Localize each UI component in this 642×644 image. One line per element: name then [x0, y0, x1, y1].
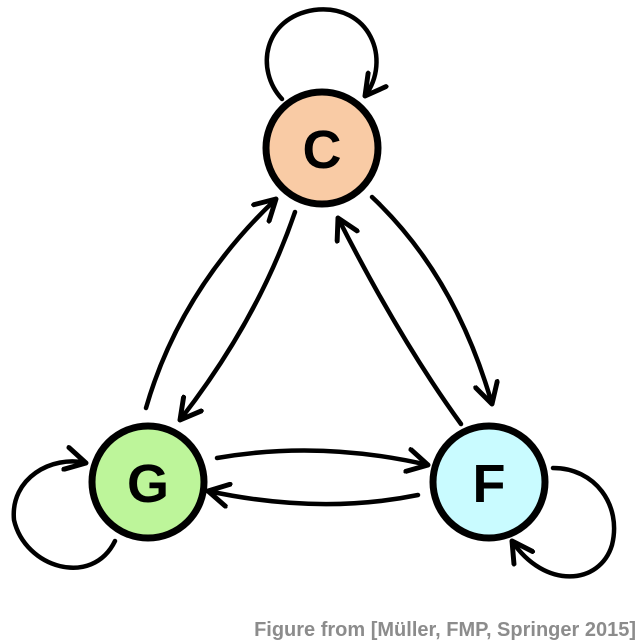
- edge-F-C: [338, 218, 464, 427]
- edge-G-G: [11, 461, 118, 570]
- node-C: C: [262, 88, 382, 208]
- edges: [11, 7, 617, 579]
- edge-F-G: [208, 491, 421, 504]
- edge-C-G: [180, 209, 298, 420]
- node-F: F: [429, 422, 549, 542]
- node-G: G: [88, 422, 208, 542]
- edge-G-C: [143, 199, 276, 411]
- node-g-label: G: [127, 454, 169, 514]
- edge-C-F: [369, 194, 492, 404]
- node-g-circle: [88, 422, 208, 542]
- node-f-circle: [429, 422, 549, 542]
- node-c-circle: [262, 88, 382, 208]
- node-f-label: F: [473, 454, 506, 514]
- edge-F-F: [512, 465, 617, 579]
- edge-G-F: [214, 450, 428, 465]
- edge-C-C: [264, 7, 377, 102]
- figure-caption: Figure from [Müller, FMP, Springer 2015]: [254, 619, 636, 641]
- node-c-label: C: [303, 120, 342, 180]
